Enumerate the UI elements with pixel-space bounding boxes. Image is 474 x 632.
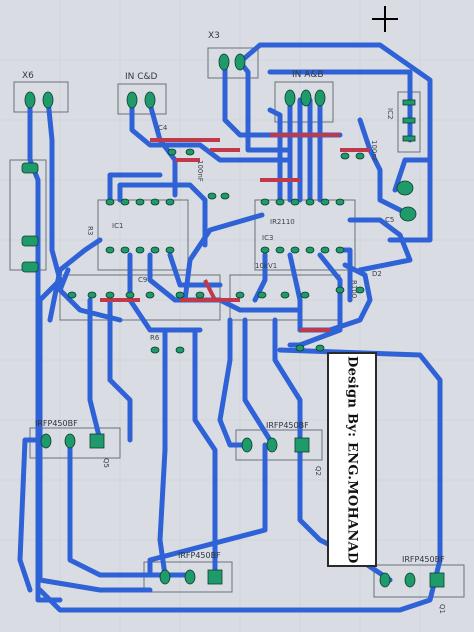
label-x6: X6 [22,71,34,81]
label-ic2: IC2 [386,108,394,119]
mosfet-q2-part: IRFP450BF [266,421,309,430]
origin-crosshair-icon [372,6,398,32]
label-d2: D2 [372,270,382,278]
mosfet-q2-ref: Q2 [314,466,322,476]
designer-credit-text: Design By: ENG.MOHANAD [344,355,360,564]
label-ic1: IC1 [112,222,123,230]
designer-credit-box: Design By: ENG.MOHANAD [327,352,377,567]
mosfet-q1-ref: Q1 [438,604,446,614]
label-c9: C9 [138,276,147,284]
label-in-ab: IN A&B [292,70,324,80]
label-r100: R100 [350,280,358,298]
label-c5: C5 [385,216,394,224]
label-ic3: IC3 [262,234,273,242]
label-r3: R3 [86,226,94,235]
label-cap-100nf-2: 100nF [370,140,378,162]
mosfet-q5-part: IRFP450BF [35,419,78,428]
pads [21,53,445,588]
silkscreen [9,47,465,598]
red-jumpers [100,133,370,332]
labels: X3 X6 IN C&D IN A&B IC2 IC1 IR2110 IC3 1… [22,31,446,614]
label-r6: R6 [150,334,160,342]
label-10kv1: 10kV1 [255,262,277,270]
label-cap-100nf: 100nF [196,160,204,182]
label-c4: C4 [158,124,168,132]
mosfet-bottom-part: IRFP450BF [178,551,221,560]
traces [17,42,443,613]
label-in-cd: IN C&D [125,72,158,82]
mosfet-q1-part: IRFP450BF [402,555,445,564]
mosfet-q5-ref: Q5 [102,458,110,468]
label-x3: X3 [208,31,220,41]
label-ir2110: IR2110 [270,218,295,226]
